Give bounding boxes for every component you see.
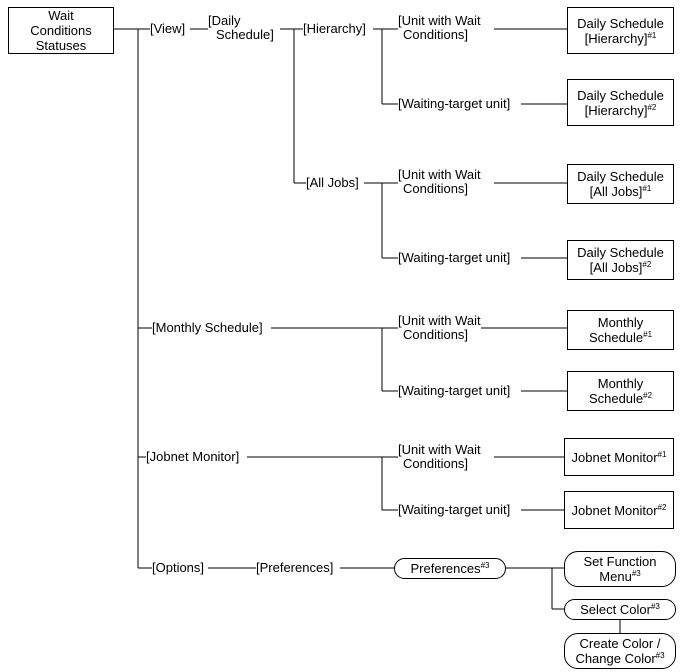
unit-wait-monthly-line-1: [Unit with Wait: [398, 313, 481, 328]
dialog-title: Select Color#3: [580, 602, 660, 617]
window-title-line-2: [Hierarchy]#2: [584, 102, 657, 118]
wait-conditions-statuses-window: Wait Conditions Statuses: [8, 7, 114, 54]
select-color-dialog: Select Color#3: [564, 599, 676, 620]
waiting-target-hierarchy-label: [Waiting-target unit]: [398, 96, 511, 111]
dialog-title-line-2: Change Color#3: [575, 651, 665, 666]
footnote-mark: #3: [631, 569, 641, 578]
jobnet-monitor-window-1: Jobnet Monitor#1: [564, 438, 674, 476]
monthly-schedule-window-1: Monthly Schedule#1: [567, 310, 674, 350]
menu-monthly-schedule[interactable]: [Monthly Schedule]: [152, 321, 263, 335]
dialog-title-line-1: Set Function: [583, 554, 657, 569]
unit-wait-jobnet-line-1: [Unit with Wait: [398, 442, 481, 457]
waiting-target-monthly-label: [Waiting-target unit]: [398, 383, 511, 398]
menu-daily-schedule-line-1: [Daily: [208, 13, 241, 28]
footnote-mark: #1: [642, 184, 652, 193]
window-title-line-2: [Hierarchy]#1: [584, 30, 657, 46]
waiting-target-jobnet-label: [Waiting-target unit]: [398, 502, 511, 517]
window-title-line-2: [All Jobs]#1: [589, 184, 652, 199]
unit-wait-jobnet-line-2: Conditions]: [403, 456, 469, 471]
window-title-line-1: Daily Schedule: [577, 15, 664, 31]
preferences-dialog: Preferences#3: [394, 558, 506, 579]
create-change-color-dialog: Create Color / Change Color#3: [564, 633, 676, 669]
daily-schedule-all-jobs-window-1: Daily Schedule [All Jobs]#1: [567, 164, 674, 204]
window-title-line-2: Schedule#2: [588, 391, 653, 406]
menu-preferences[interactable]: [Preferences]: [256, 560, 334, 575]
menu-daily-schedule[interactable]: [Daily Schedule]: [208, 14, 274, 42]
menu-view[interactable]: [View]: [150, 21, 186, 36]
window-title-line-1: Daily Schedule: [577, 245, 664, 260]
menu-hierarchy[interactable]: [Hierarchy]: [303, 22, 366, 36]
footnote-mark: #2: [657, 502, 667, 512]
window-title-line-1: Jobnet Monitor#2: [571, 502, 667, 518]
menu-jobnet-monitor[interactable]: [Jobnet Monitor]: [146, 449, 240, 464]
menu-view-label: [View]: [150, 21, 186, 36]
waiting-target-jobnet[interactable]: [Waiting-target unit]: [398, 502, 511, 517]
window-title-line-2: Schedule#1: [588, 330, 653, 345]
menu-hierarchy-label: [Hierarchy]: [303, 21, 366, 36]
footnote-mark: #1: [657, 449, 667, 459]
set-function-menu-dialog: Set Function Menu#3: [564, 551, 676, 587]
footnote-mark: #2: [647, 102, 657, 112]
root-line-3: Statuses: [35, 38, 87, 53]
jobnet-monitor-window-2: Jobnet Monitor#2: [564, 491, 674, 529]
waiting-target-hierarchy[interactable]: [Waiting-target unit]: [398, 96, 511, 111]
dialog-title-line-1: Create Color /: [579, 636, 661, 651]
window-title-line-2: [All Jobs]#2: [589, 260, 652, 275]
window-title-line-1: Daily Schedule: [577, 169, 664, 184]
footnote-mark: #3: [480, 561, 490, 570]
footnote-mark: #1: [647, 30, 657, 40]
menu-options-label: [Options]: [152, 560, 205, 575]
unit-wait-jobnet[interactable]: [Unit with Wait Conditions]: [398, 443, 481, 471]
menu-options[interactable]: [Options]: [152, 560, 205, 575]
footnote-mark: #2: [643, 391, 653, 400]
waiting-target-all-jobs-label: [Waiting-target unit]: [398, 250, 511, 265]
unit-wait-all-jobs-line-1: [Unit with Wait: [398, 167, 481, 182]
daily-schedule-all-jobs-window-2: Daily Schedule [All Jobs]#2: [567, 240, 674, 280]
unit-wait-all-jobs-line-2: Conditions]: [403, 181, 469, 196]
footnote-mark: #1: [643, 330, 653, 339]
unit-wait-hierarchy[interactable]: [Unit with Wait Conditions]: [398, 14, 481, 42]
footnote-mark: #3: [655, 651, 665, 660]
window-title-line-1: Jobnet Monitor#1: [571, 449, 667, 465]
menu-all-jobs-label: [All Jobs]: [306, 175, 359, 190]
dialog-title: Preferences#3: [410, 561, 490, 576]
unit-wait-all-jobs[interactable]: [Unit with Wait Conditions]: [398, 168, 481, 196]
footnote-mark: #3: [650, 602, 660, 611]
waiting-target-monthly[interactable]: [Waiting-target unit]: [398, 383, 511, 398]
waiting-target-all-jobs[interactable]: [Waiting-target unit]: [398, 250, 511, 265]
daily-schedule-hierarchy-window-1: Daily Schedule [Hierarchy]#1: [567, 7, 674, 54]
window-title-line-1: Daily Schedule: [577, 87, 664, 103]
root-line-2: Conditions: [30, 23, 92, 38]
menu-daily-schedule-line-2: Schedule]: [216, 27, 274, 42]
daily-schedule-hierarchy-window-2: Daily Schedule [Hierarchy]#2: [567, 79, 674, 126]
menu-all-jobs[interactable]: [All Jobs]: [306, 176, 359, 190]
root-line-1: Wait: [48, 8, 74, 23]
window-title-line-1: Monthly: [597, 376, 644, 391]
unit-wait-hierarchy-line-2: Conditions]: [403, 27, 469, 42]
menu-monthly-schedule-label: [Monthly Schedule]: [152, 320, 263, 335]
unit-wait-monthly[interactable]: [Unit with Wait Conditions]: [398, 314, 481, 342]
footnote-mark: #2: [642, 260, 652, 269]
unit-wait-hierarchy-line-1: [Unit with Wait: [398, 13, 481, 28]
window-title-line-1: Monthly: [597, 315, 644, 330]
menu-preferences-label: [Preferences]: [256, 560, 334, 575]
unit-wait-monthly-line-2: Conditions]: [403, 327, 469, 342]
menu-jobnet-monitor-label: [Jobnet Monitor]: [146, 449, 240, 464]
dialog-title-line-2: Menu#3: [599, 569, 641, 584]
monthly-schedule-window-2: Monthly Schedule#2: [567, 371, 674, 411]
